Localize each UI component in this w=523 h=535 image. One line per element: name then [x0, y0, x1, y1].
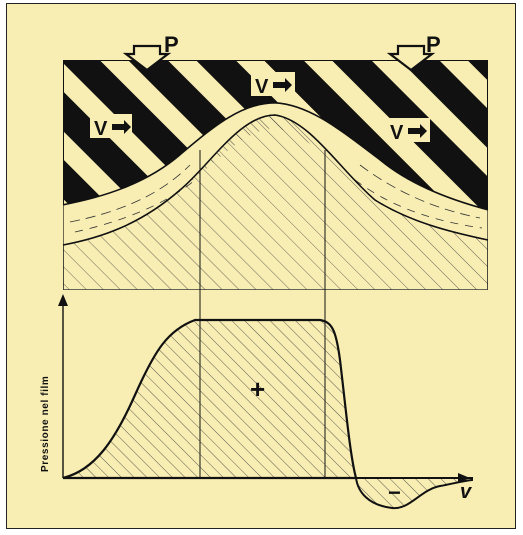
positive-region-label: + [250, 374, 265, 404]
velocity-arrow-left-icon [90, 114, 132, 138]
load-label-left: P [164, 32, 179, 57]
pressure-curve-positive [62, 318, 358, 480]
load-arrow-right-icon [386, 44, 436, 72]
velocity-label-left: V [94, 118, 108, 140]
negative-region-label: − [388, 480, 401, 505]
load-label-right: P [426, 32, 441, 57]
y-axis-arrow-icon [58, 294, 68, 306]
velocity-arrow-right-icon [386, 118, 430, 142]
pressure-curve-negative [354, 477, 473, 510]
velocity-arrow-top-icon [251, 72, 295, 96]
load-arrow-left-icon [122, 44, 172, 72]
lower-body [63, 114, 488, 290]
velocity-label-top: V [255, 76, 269, 98]
y-axis-label: Pressione nel film [40, 376, 51, 472]
velocity-label-right: V [390, 122, 404, 144]
x-axis-label: v [460, 481, 473, 503]
